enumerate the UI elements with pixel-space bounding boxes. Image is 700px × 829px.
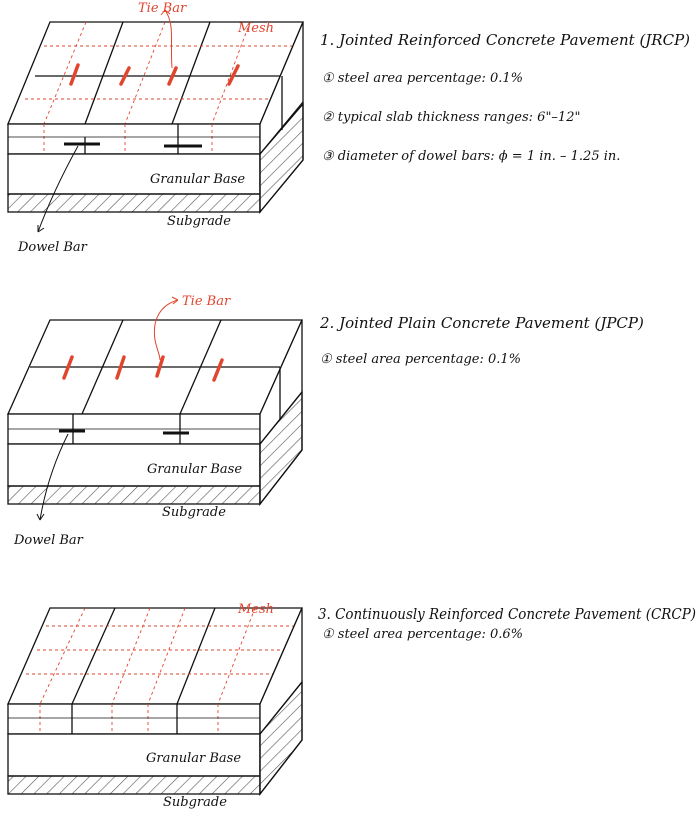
tie-bar xyxy=(227,64,240,86)
tie-bar xyxy=(115,355,126,380)
jrcp-item-3: ③ diameter of dowel bars: ϕ = 1 in. – 1.… xyxy=(322,149,620,164)
jrcp-dowel-bars xyxy=(64,142,202,148)
crcp-block xyxy=(7,607,303,796)
jpcp-subgrade xyxy=(7,485,261,505)
jrcp-item-2: ② typical slab thickness ranges: 6"–12" xyxy=(322,110,580,125)
jrcp-subgrade-label: Subgrade xyxy=(167,214,231,229)
crcp-base-front xyxy=(7,733,261,777)
jpcp-dowel-label: Dowel Bar xyxy=(13,533,84,548)
jrcp-tie-bar-label: Tie Bar xyxy=(138,1,187,16)
jrcp-item-1: ① steel area percentage: 0.1% xyxy=(322,71,523,86)
tie-bar xyxy=(69,63,80,86)
tie-bar xyxy=(119,66,131,86)
jrcp-top-face xyxy=(7,21,304,125)
jpcp-title: 2. Jointed Plain Concrete Pavement (JPCP… xyxy=(319,314,644,332)
crcp-base-label: Granular Base xyxy=(146,751,241,766)
jpcp-block xyxy=(6,319,304,506)
jpcp-tie-bars xyxy=(62,355,224,382)
jpcp-item-1: ① steel area percentage: 0.1% xyxy=(320,352,521,367)
crcp-title: 3. Continuously Reinforced Concrete Pave… xyxy=(318,605,696,623)
jrcp-subgrade xyxy=(7,193,261,213)
crcp-mesh-label: Mesh xyxy=(237,602,274,617)
jpcp-base-label: Granular Base xyxy=(147,462,242,477)
tie-bar xyxy=(212,358,224,382)
crcp-top-face xyxy=(7,607,303,705)
jrcp-dowel-label: Dowel Bar xyxy=(17,240,88,255)
jrcp-mesh-label: Mesh xyxy=(237,21,274,36)
tie-bar xyxy=(62,355,74,380)
jrcp-title: 1. Jointed Reinforced Concrete Pavement … xyxy=(320,31,690,49)
tie-bar xyxy=(167,66,178,86)
jrcp-tie-bars xyxy=(69,63,240,86)
crcp-item-1: ① steel area percentage: 0.6% xyxy=(322,627,523,642)
jrcp-block xyxy=(7,21,304,214)
crcp-mesh xyxy=(26,607,296,705)
tie-bar xyxy=(155,355,165,378)
jrcp-mesh xyxy=(25,21,295,125)
crcp-subgrade xyxy=(7,775,261,795)
jpcp-subgrade-label: Subgrade xyxy=(162,505,226,520)
crcp-subgrade-label: Subgrade xyxy=(163,795,227,810)
crcp-slab-front xyxy=(7,703,261,735)
jpcp-dowel-bars xyxy=(59,429,189,435)
jrcp-slab-front xyxy=(7,123,261,155)
jpcp-tie-bar-label: Tie Bar xyxy=(182,294,231,309)
jrcp-base-label: Granular Base xyxy=(150,172,245,187)
